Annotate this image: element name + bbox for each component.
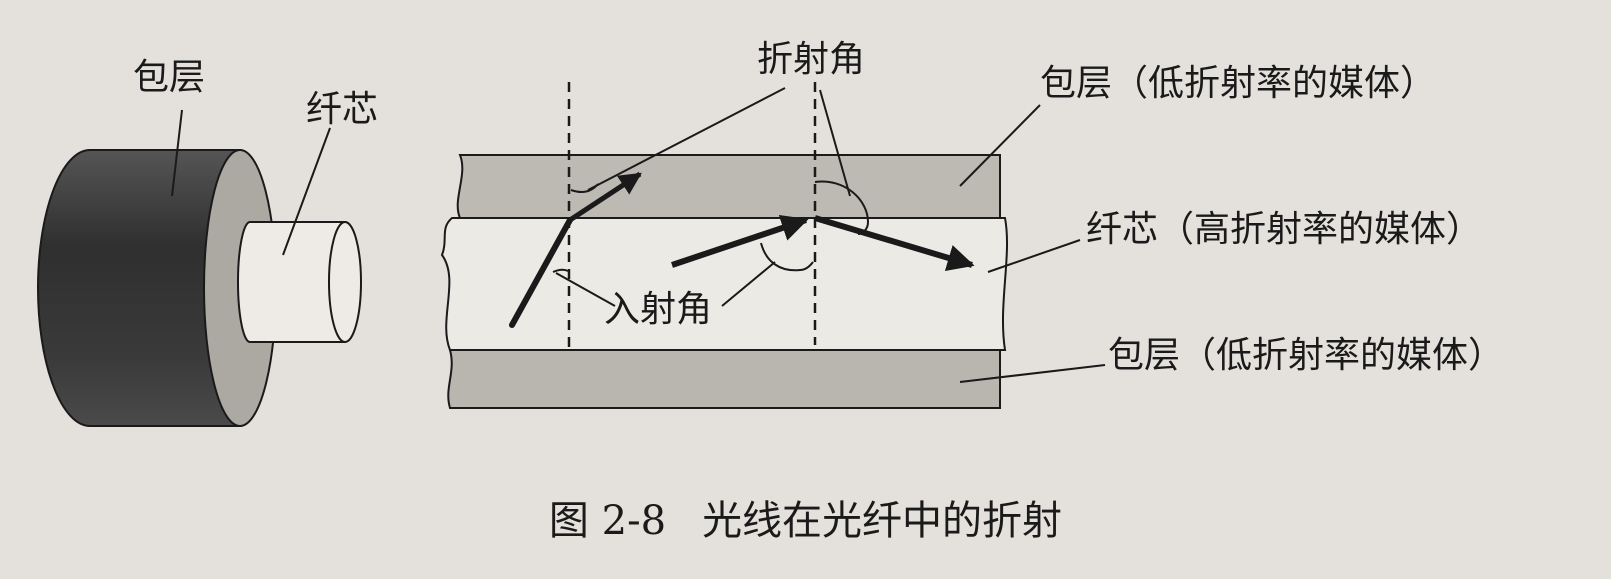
label-core-right: 纤芯（高折射率的媒体）: [1086, 209, 1483, 250]
caption-title: 光线在光纤中的折射: [702, 498, 1063, 544]
incidence-angle-arc-right: [760, 242, 814, 272]
figure-caption: 图 2-8 光线在光纤中的折射: [0, 498, 1611, 544]
fiber-longitudinal-section: [440, 82, 1008, 409]
leader-lines: [171, 87, 1106, 383]
cladding-bottom-band: [447, 349, 1001, 409]
fiber-cross-section: [37, 149, 362, 427]
incidence-angle-arc-left: [552, 268, 569, 273]
label-cladding-top: 包层（低折射率的媒体）: [1040, 63, 1437, 104]
label-cladding-left: 包层: [133, 57, 206, 98]
label-core-left: 纤芯: [306, 89, 379, 130]
refracted-ray-left: [568, 171, 642, 223]
label-incidence-angle: 入射角: [604, 289, 713, 330]
incident-ray-left: [509, 217, 573, 328]
core-band: [440, 217, 1008, 351]
caption-number: 图 2-8: [548, 498, 667, 544]
label-refraction-angle: 折射角: [757, 39, 866, 80]
core-body: [237, 221, 346, 343]
incident-ray-right: [671, 214, 809, 268]
jacket-body: [37, 149, 241, 427]
cladding-top-band: [456, 154, 1001, 219]
reflected-ray-right: [814, 215, 975, 271]
label-cladding-bottom: 包层（低折射率的媒体）: [1108, 335, 1505, 376]
refraction-angle-arc-right: [814, 180, 870, 235]
core-end-face: [328, 221, 362, 343]
